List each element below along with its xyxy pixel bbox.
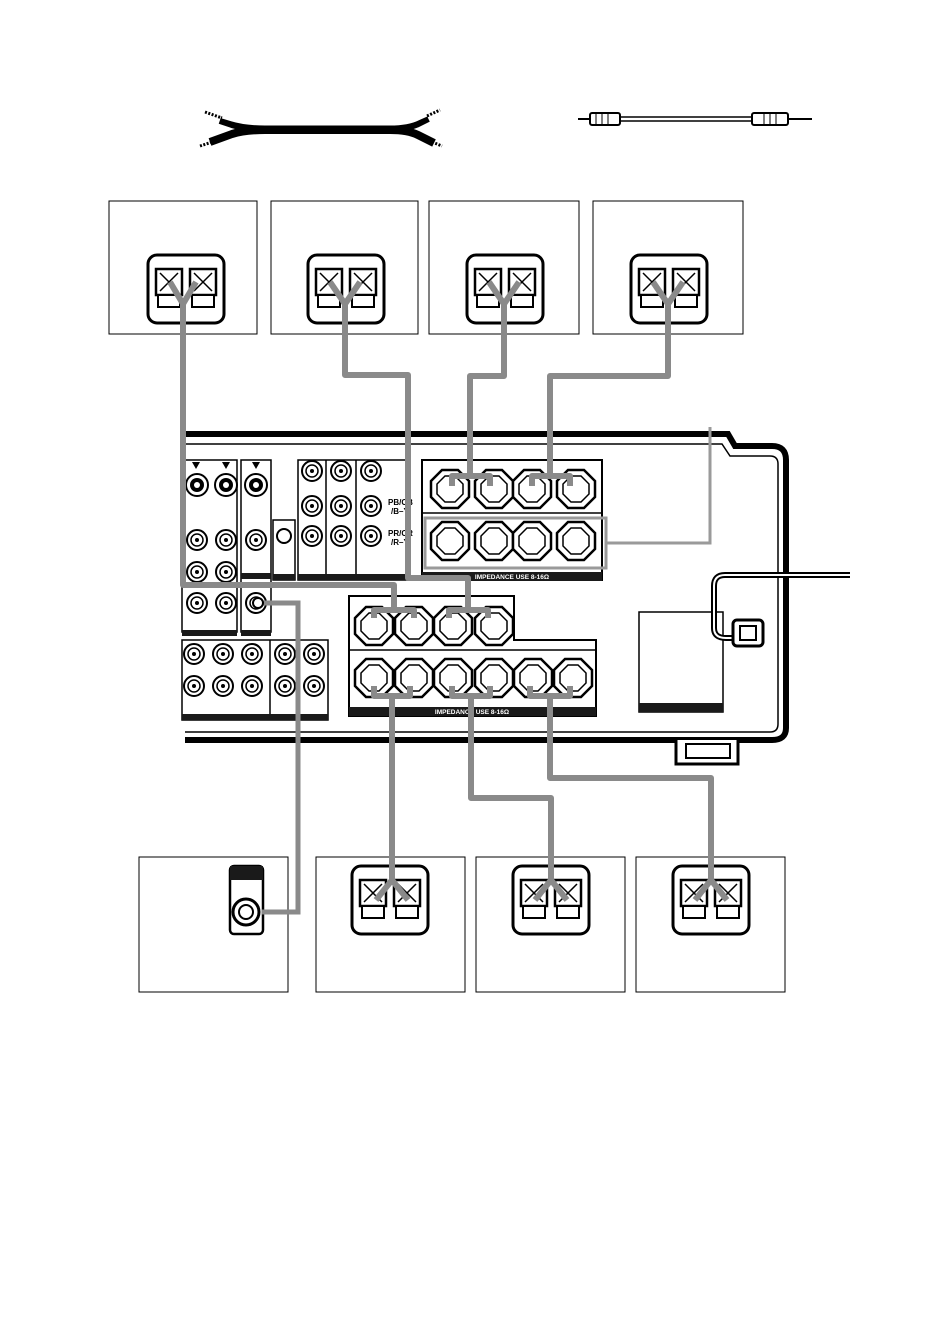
speaker-cord-icon xyxy=(200,110,442,146)
impedance-label-upper: IMPEDANCE USE 8-16Ω xyxy=(475,574,549,581)
receiver-rear-panel: PB/CB /B–Y PR/CR /R–Y I xyxy=(182,434,850,764)
audio-cord-icon xyxy=(578,113,812,125)
power-cord-icon xyxy=(714,575,850,646)
subwoofer-box xyxy=(139,857,288,992)
